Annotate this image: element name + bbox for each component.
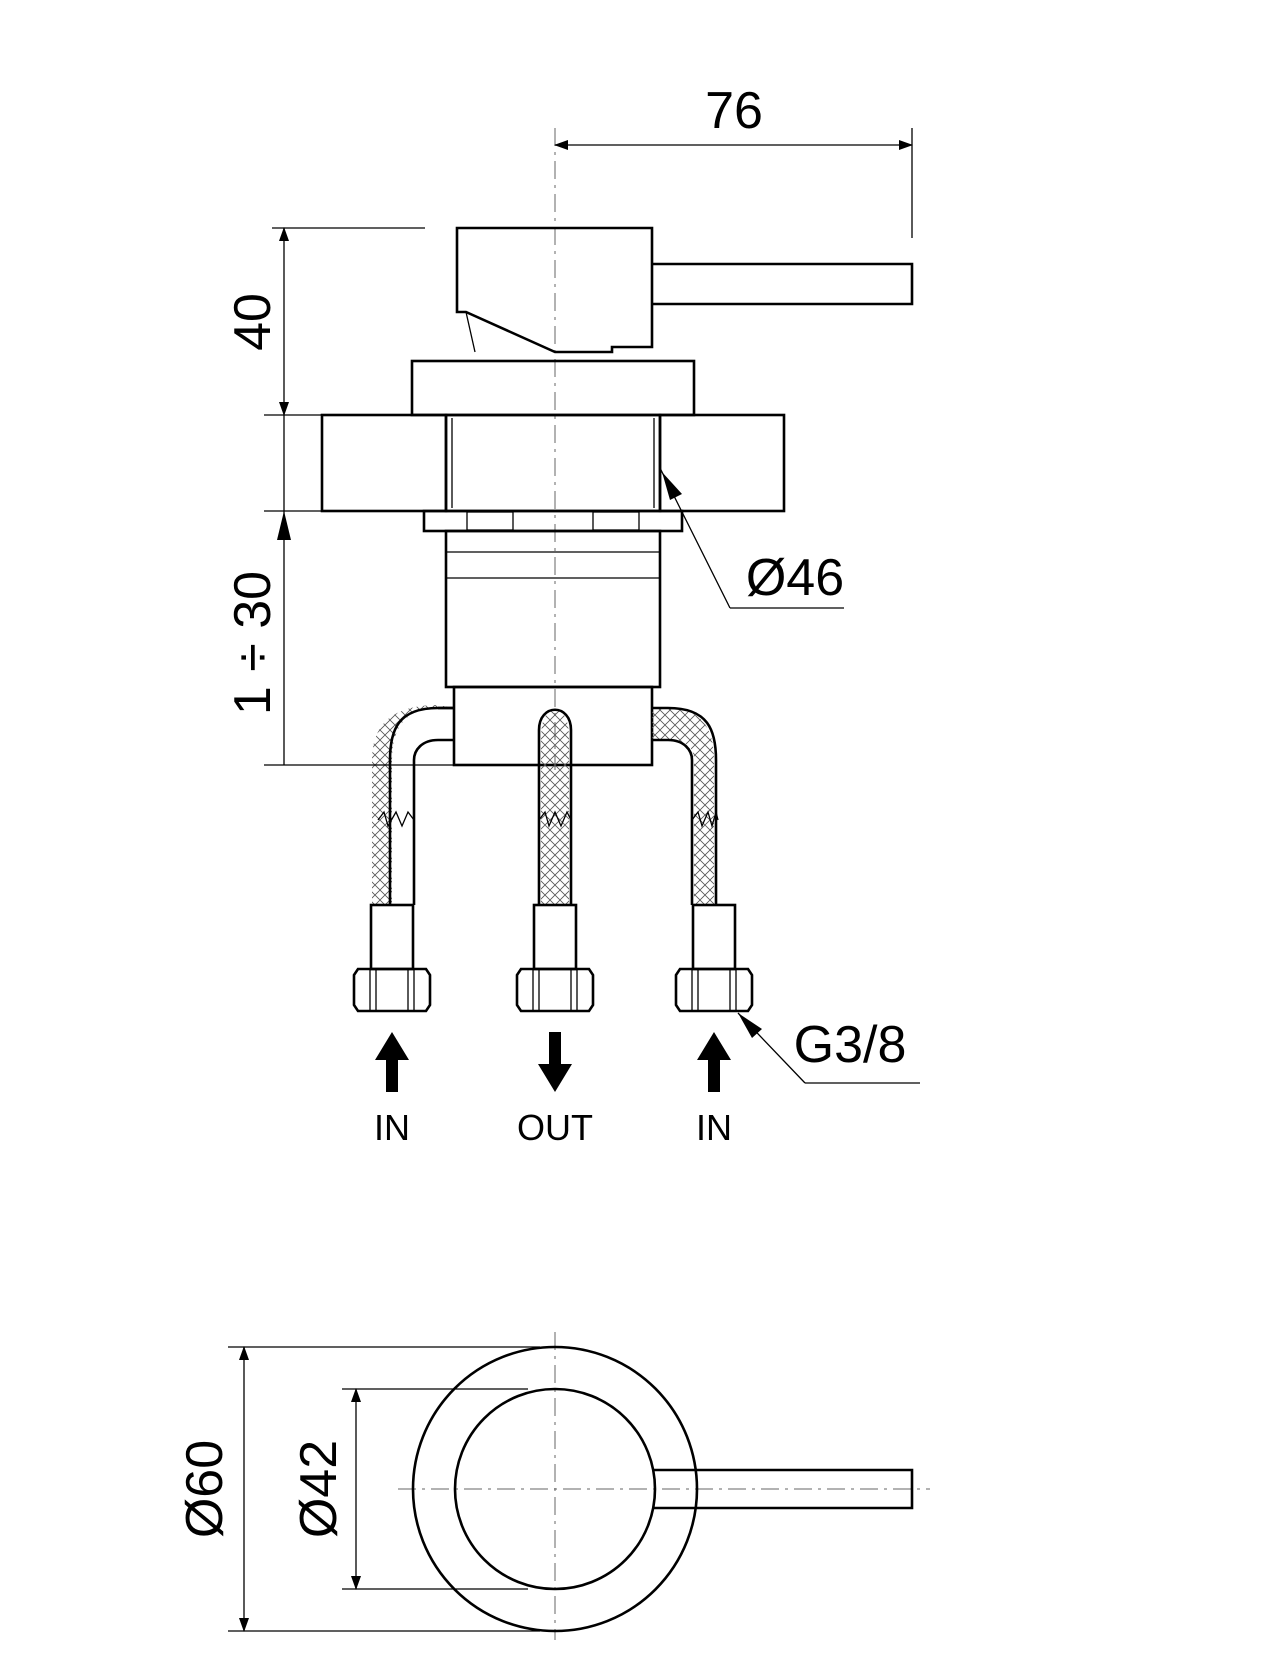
- hose-middle: [537, 708, 573, 905]
- leader-thread: G3/8: [737, 1012, 920, 1084]
- dimension-40-label: 40: [224, 293, 282, 351]
- top-view: Ø60 Ø42: [176, 1332, 930, 1640]
- dimension-inner-diameter: Ø42: [290, 1388, 528, 1590]
- fitting-middle: [515, 903, 595, 1013]
- seal-left: [466, 511, 514, 531]
- fitting-right: [674, 903, 754, 1013]
- dimension-46-label: Ø46: [746, 549, 844, 607]
- dimension-wall-range: 1 ÷ 30: [224, 415, 454, 766]
- top-view-lever: [652, 1468, 914, 1510]
- dimension-rosette-diameter: Ø60: [176, 1346, 540, 1632]
- thread-label: G3/8: [794, 1016, 907, 1074]
- dimension-60-label: Ø60: [176, 1440, 234, 1538]
- dimension-1-30-label: 1 ÷ 30: [224, 571, 282, 715]
- port-label-in-left: IN: [374, 1107, 410, 1148]
- rosette-outer-circle: [411, 1345, 699, 1633]
- flow-arrow-out: [538, 1032, 572, 1092]
- flow-arrow-in-left: [375, 1032, 409, 1092]
- side-view: IN OUT IN 76 40 1 ÷ 30 Ø4: [224, 82, 920, 1148]
- flange: [422, 509, 684, 533]
- hose-left: [372, 705, 454, 905]
- dimension-handle-height: 40: [224, 227, 425, 416]
- body-upper: [444, 413, 662, 513]
- dimension-76-label: 76: [705, 82, 763, 140]
- hose-right: [652, 706, 719, 905]
- flow-arrow-in-right: [697, 1032, 731, 1092]
- cap: [410, 359, 696, 417]
- dimension-lever-reach: 76: [554, 82, 913, 238]
- fitting-left: [352, 903, 432, 1013]
- dimension-42-label: Ø42: [290, 1440, 348, 1538]
- rosette-inner-circle: [453, 1387, 657, 1591]
- port-label-out: OUT: [517, 1107, 593, 1148]
- wall-section: [320, 413, 786, 513]
- handle: [455, 226, 914, 354]
- threaded-sleeve: [444, 529, 662, 689]
- seal-right: [592, 511, 640, 531]
- leader-hole-diameter: Ø46: [659, 467, 844, 609]
- port-label-in-right: IN: [696, 1107, 732, 1148]
